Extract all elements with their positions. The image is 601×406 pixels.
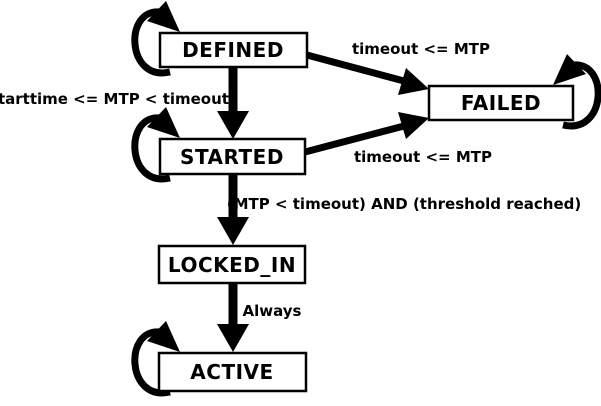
transition-locked-in-to-active <box>217 283 249 352</box>
transition-defined-to-failed-arrowhead <box>398 68 429 95</box>
transition-defined-to-started-arrowhead <box>217 111 249 139</box>
self-loop-started <box>131 107 180 183</box>
self-loop-defined-arc <box>131 8 171 77</box>
self-loop-active-arrowhead <box>147 321 180 352</box>
state-locked-in: LOCKED_IN <box>157 244 307 285</box>
self-loop-defined-arrowhead <box>147 1 180 32</box>
state-defined-label: DEFINED <box>182 38 284 62</box>
self-loop-started-arrowhead <box>147 107 180 138</box>
state-defined: DEFINED <box>158 31 309 69</box>
transition-started-to-failed-arrowhead <box>398 112 429 139</box>
transition-defined-to-failed-line <box>306 51 405 85</box>
transition-defined-to-failed <box>306 51 429 95</box>
state-failed-box <box>427 84 575 122</box>
state-active: ACTIVE <box>157 351 308 393</box>
transition-locked-in-to-active-label: Always <box>243 302 302 320</box>
state-active-label: ACTIVE <box>190 360 273 384</box>
state-locked-in-box <box>157 244 307 285</box>
transition-locked-in-to-active-arrowhead <box>217 324 249 352</box>
state-failed-label: FAILED <box>461 91 541 115</box>
transition-started-to-locked-in-arrowhead <box>217 217 249 245</box>
self-loop-started-arc <box>131 114 171 183</box>
self-loop-failed-arc <box>562 61 601 130</box>
transition-started-to-locked-in <box>217 174 249 245</box>
transition-started-to-failed-line <box>304 122 405 156</box>
state-started: STARTED <box>158 137 307 176</box>
transition-defined-to-failed-label: timeout <= MTP <box>352 40 490 58</box>
self-loop-defined <box>131 1 180 77</box>
self-loop-failed <box>553 54 601 130</box>
self-loop-active <box>131 321 180 397</box>
state-failed: FAILED <box>427 84 575 122</box>
transition-defined-to-started <box>217 67 249 139</box>
transition-started-to-failed <box>304 112 429 156</box>
state-active-box <box>157 351 308 393</box>
transition-defined-to-started-label: starttime <= MTP < timeout <box>0 90 229 108</box>
self-loop-active-arc <box>131 328 171 397</box>
state-started-label: STARTED <box>180 145 284 169</box>
state-locked-in-label: LOCKED_IN <box>168 253 296 277</box>
self-loop-failed-arrowhead <box>553 54 586 85</box>
state-defined-box <box>158 31 309 69</box>
transition-started-to-failed-label: timeout <= MTP <box>354 148 492 166</box>
state-started-box <box>158 137 307 176</box>
transition-started-to-locked-in-label: (MTP < timeout) AND (threshold reached) <box>227 195 582 213</box>
